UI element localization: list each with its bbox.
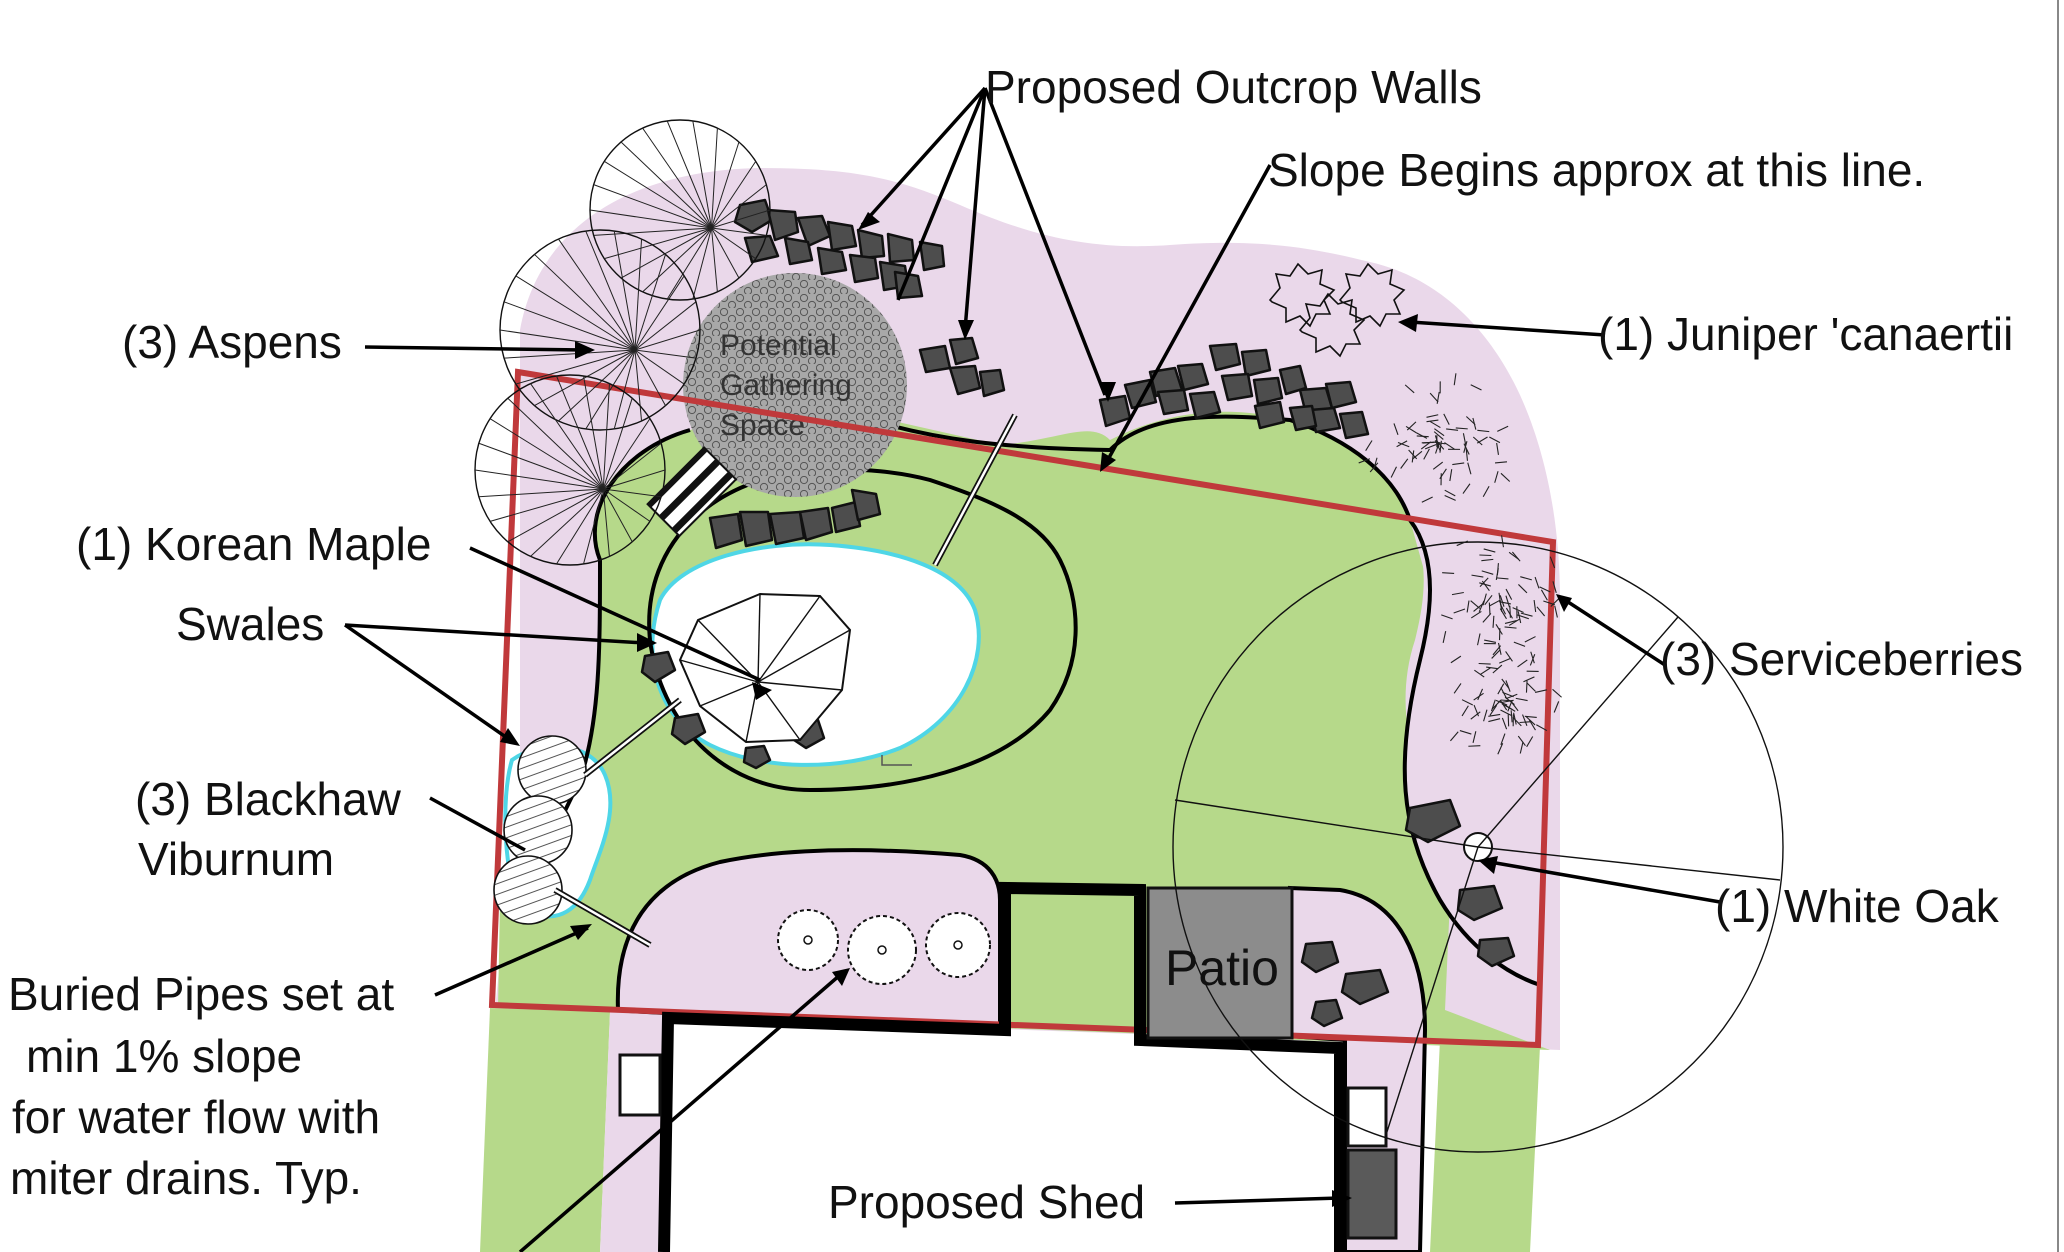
korean-maple-symbol — [678, 592, 852, 744]
white-oak-symbol — [1172, 541, 1784, 1153]
lawn-edge-bowl — [647, 467, 1078, 793]
label-swales: Swales — [176, 598, 324, 650]
label-pipes-2: min 1% slope — [26, 1030, 302, 1082]
outcrop-wall-stones — [640, 198, 1516, 1028]
aspen-trees — [474, 119, 771, 566]
label-pipes-3: for water flow with — [12, 1091, 380, 1143]
label-shed: Proposed Shed — [828, 1176, 1145, 1228]
property-line — [488, 368, 1557, 1049]
lawn-west-strip — [480, 1008, 610, 1252]
steps — [646, 446, 738, 538]
patio-label: Patio — [1165, 940, 1279, 996]
south-bed-shrubs — [777, 909, 991, 985]
window-west — [618, 1053, 662, 1117]
window-east — [1346, 1086, 1388, 1148]
buried-pipes — [553, 413, 1018, 948]
planting-bed-southwest — [600, 1012, 665, 1252]
patio — [1146, 886, 1294, 1040]
label-slope: Slope Begins approx at this line. — [1268, 144, 1925, 196]
gathering-space — [683, 273, 907, 497]
label-aspens: (3) Aspens — [122, 316, 342, 368]
serviceberry-shrubs — [1358, 373, 1562, 755]
shed — [1346, 1148, 1398, 1240]
label-juniper: (1) Juniper 'canaertii — [1598, 308, 2013, 360]
lawn-edge-north — [869, 414, 1412, 521]
gathering-label-2: Gathering — [720, 369, 852, 402]
house-outline-west — [658, 881, 1346, 1252]
gathering-label-1: Potential — [720, 329, 837, 362]
label-white-oak: (1) White Oak — [1715, 880, 2000, 932]
label-blackhaw-1: (3) Blackhaw — [135, 773, 402, 825]
label-serviceberries: (3) Serviceberries — [1660, 633, 2023, 685]
label-pipes-1: Buried Pipes set at — [8, 968, 394, 1020]
arrowheads — [500, 212, 1572, 1207]
label-korean-maple: (1) Korean Maple — [76, 518, 431, 570]
juniper-symbol — [1268, 262, 1406, 358]
lawn-east-strip — [1430, 1040, 1540, 1252]
leader-lines — [343, 86, 1721, 1252]
label-blackhaw-2: Viburnum — [138, 833, 334, 885]
label-outcrop-walls: Proposed Outcrop Walls — [985, 61, 1482, 113]
label-pipes-4: miter drains. Typ. — [10, 1152, 362, 1204]
